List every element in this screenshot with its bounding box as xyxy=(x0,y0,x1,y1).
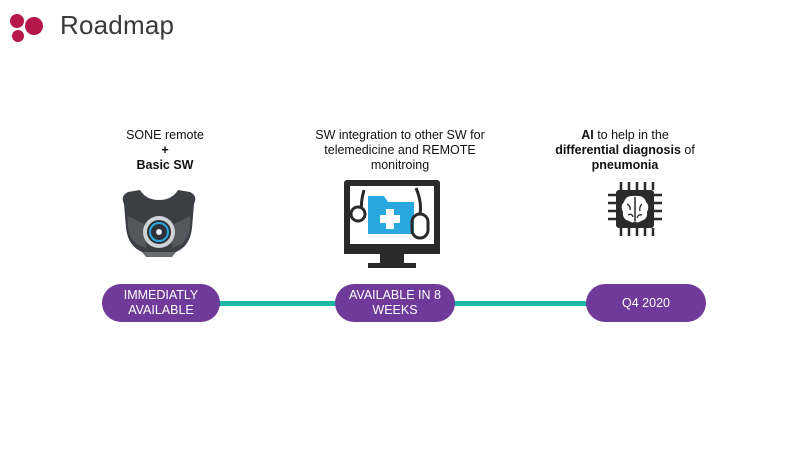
milestone-q4-2020: Q4 2020 xyxy=(586,284,706,322)
milestone-available-in-8-weeks: AVAILABLE IN 8 WEEKS xyxy=(335,284,455,322)
caption-text: AI xyxy=(581,128,594,142)
caption-text: SONE remote xyxy=(126,128,204,142)
ai-brain-chip-icon xyxy=(608,182,662,236)
caption-item-2: SW integration to other SW for telemedic… xyxy=(290,128,510,173)
device-icon xyxy=(122,190,196,257)
caption-text: Basic SW xyxy=(136,158,194,172)
caption-text: of xyxy=(680,143,695,157)
milestone-immediately-available: IMMEDIATLY AVAILABLE xyxy=(102,284,220,322)
caption-text: SW integration to other SW for xyxy=(315,128,485,142)
caption-text: telemedicine and REMOTE xyxy=(324,143,476,157)
caption-text: monitroing xyxy=(370,158,430,172)
page-title: Roadmap xyxy=(60,10,175,40)
monitor-medical-icon xyxy=(344,180,440,268)
timeline-segment xyxy=(450,301,590,306)
caption-text: differential diagnosis xyxy=(555,143,681,157)
timeline-segment xyxy=(215,301,341,306)
caption-text: + xyxy=(161,143,169,157)
caption-text: to help in the xyxy=(593,128,669,142)
logo-icon xyxy=(10,14,43,42)
caption-item-3: AI to help in the differential diagnosis… xyxy=(540,128,710,173)
caption-item-1: SONE remote + Basic SW xyxy=(90,128,240,173)
caption-text: pneumonia xyxy=(591,158,659,172)
